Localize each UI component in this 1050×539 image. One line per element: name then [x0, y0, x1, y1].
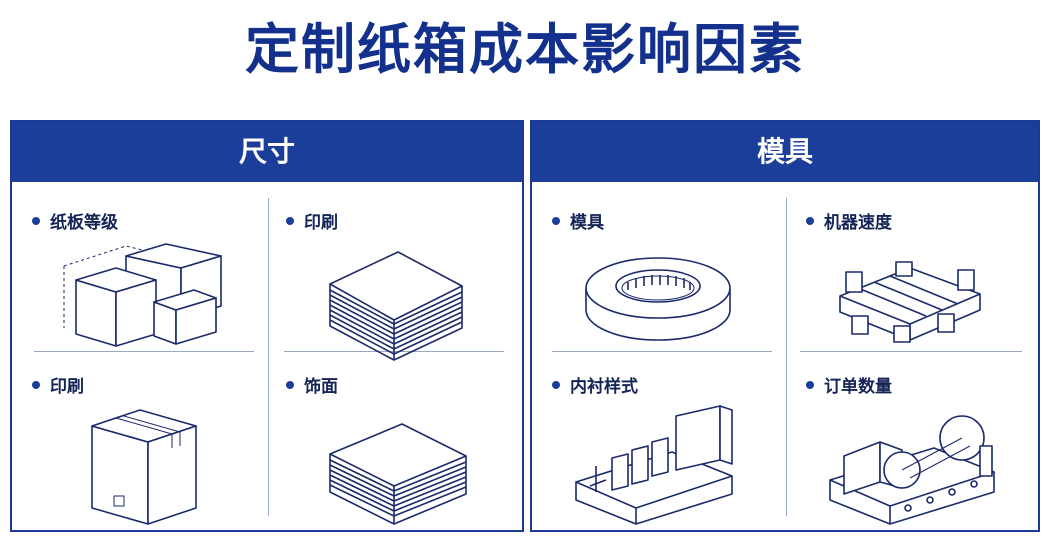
- divider-horizontal: [552, 351, 772, 352]
- item-printing-box: 印刷: [16, 366, 261, 526]
- bullet-dot: [32, 216, 40, 225]
- insert-machine-icon: [575, 405, 733, 525]
- divider-vertical: [268, 198, 269, 516]
- bullet-dot: [806, 216, 814, 225]
- panel-size: 尺寸 纸板等级 印刷: [10, 120, 524, 532]
- pallet-insert-icon: [839, 261, 981, 343]
- divider-horizontal: [34, 351, 254, 352]
- ring-die-icon: [585, 257, 731, 341]
- item-printing: 印刷: [270, 202, 515, 362]
- bullet-dot: [552, 380, 560, 389]
- stacked-boxes-icon: [63, 243, 222, 347]
- item-die: 模具: [536, 202, 781, 362]
- item-label: 订单数量: [824, 377, 892, 397]
- bullet-dot: [806, 380, 814, 389]
- item-label: 纸板等级: [50, 213, 118, 233]
- paper-stack-icon: [329, 423, 467, 525]
- paper-stack-icon: [329, 251, 463, 361]
- item-label: 印刷: [304, 213, 338, 233]
- bullet-dot: [286, 380, 294, 389]
- panel-header-die: 模具: [532, 122, 1038, 182]
- divider-horizontal: [800, 351, 1022, 352]
- taped-box-icon: [91, 409, 197, 525]
- page-title: 定制纸箱成本影响因素: [245, 18, 805, 81]
- item-order-quantity: 订单数量: [790, 366, 1035, 526]
- item-label: 模具: [570, 213, 604, 233]
- panel-die: 模具 模具 机器速度: [530, 120, 1040, 532]
- item-label: 内衬样式: [570, 377, 638, 397]
- item-label: 机器速度: [824, 213, 892, 233]
- item-label: 饰面: [304, 377, 338, 397]
- bullet-dot: [32, 380, 40, 389]
- item-label: 印刷: [50, 377, 84, 397]
- item-machine-speed: 机器速度: [790, 202, 1035, 362]
- bullet-dot: [286, 216, 294, 225]
- item-finish: 饰面: [270, 366, 515, 526]
- panel-header-size: 尺寸: [12, 122, 522, 182]
- cutting-machine-icon: [829, 415, 995, 525]
- divider-vertical: [786, 198, 787, 516]
- item-insert-style: 内衬样式: [536, 366, 781, 526]
- item-board-grade: 纸板等级: [16, 202, 261, 362]
- bullet-dot: [552, 216, 560, 225]
